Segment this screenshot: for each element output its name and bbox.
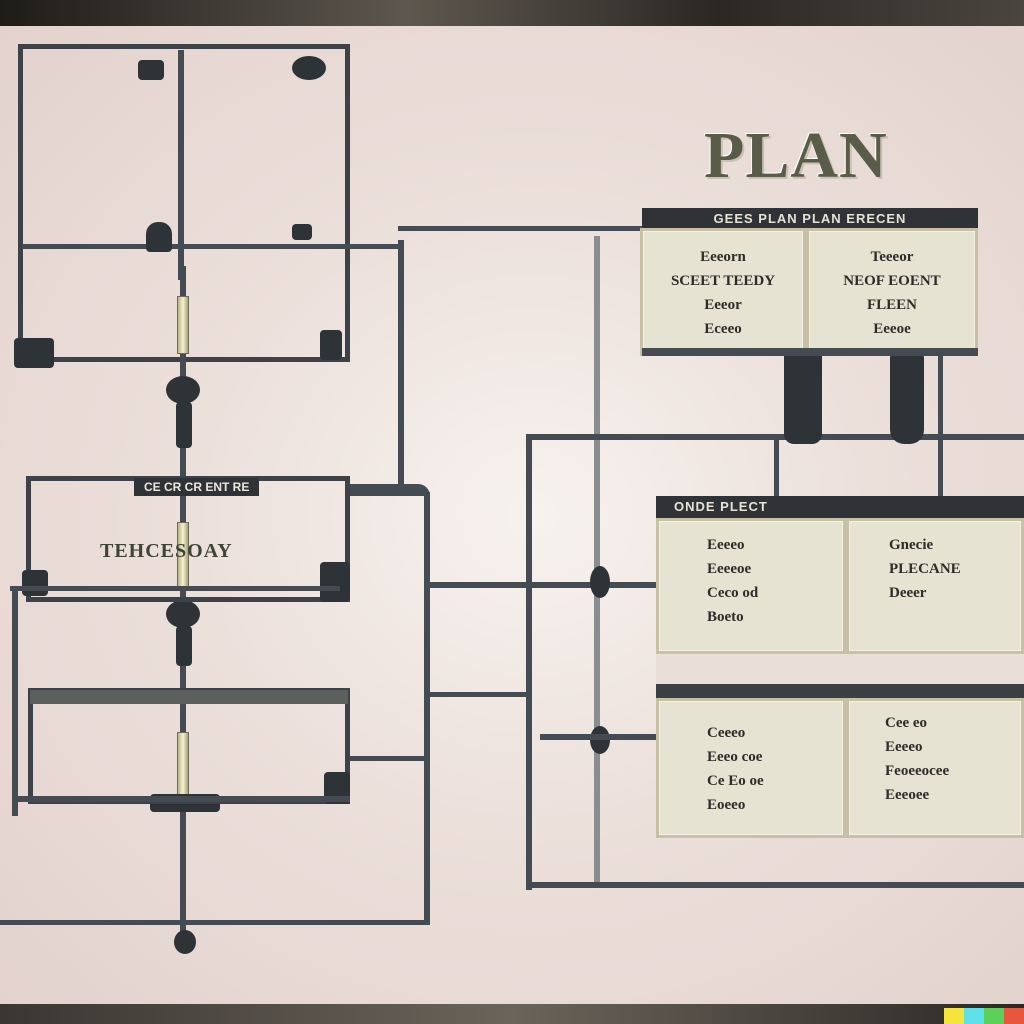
branch-wire: [540, 734, 656, 740]
panel-text: FLEEN: [866, 297, 917, 313]
panel-text: Eeeeo: [885, 739, 923, 755]
middle-frame-strip: CE CR CR ENT RE: [134, 478, 260, 496]
panel-text: Gnecie: [889, 537, 934, 553]
frame-clamp: [138, 60, 164, 80]
left-edge-rail: [12, 586, 18, 816]
middle-frame-label: TEHCESOAY: [100, 540, 233, 562]
connector-wire: [424, 692, 528, 697]
top-left-frame-divider-h: [22, 244, 402, 249]
plan-board: PLAN CE CR CR ENT RE TEHCESOAY: [0, 26, 1024, 1004]
panel-text: Eceeo: [704, 321, 742, 337]
junction-node: [590, 566, 610, 598]
frame-clamp: [292, 56, 326, 80]
panel-text: Eeeeoe: [707, 561, 752, 577]
panel-text: Eeeeo: [707, 537, 745, 553]
right-loop-frame-left: [526, 434, 532, 890]
frame-clamp: [22, 570, 48, 596]
valve-knob: [166, 600, 200, 628]
top-panel-left: Eeeorn SCEET TEEDY Eeeor Eceeo: [640, 228, 806, 356]
bottom-panel-header: [656, 684, 1024, 700]
panel-separator: [656, 654, 1024, 684]
panel-text: PLECANE: [889, 561, 961, 577]
frame-clamp: [320, 330, 342, 360]
right-loop-frame-top: [526, 434, 1024, 440]
plan-title: PLAN: [704, 119, 888, 192]
mid-panel-right: Gnecie PLECANE Deeer: [846, 518, 1024, 654]
connector-wire: [350, 756, 426, 761]
panel-text: Feoeeocee: [885, 763, 950, 779]
right-return-wire: [424, 492, 430, 925]
panel-text: Boeto: [707, 609, 744, 625]
bottom-panel-right: Cee eo Eeeeo Feoeeocee Eeeoee: [846, 698, 1024, 838]
drop-wire: [774, 440, 779, 500]
bottom-left-frame: [28, 688, 350, 804]
photo-frame-top: [0, 0, 1024, 26]
panel-text: Eeeorn: [700, 249, 746, 265]
panel-text: Ceeeo: [707, 725, 746, 741]
panel-text: Eeeor: [704, 297, 742, 313]
panel-text: Teeeor: [870, 249, 914, 265]
color-swatch: [1004, 1008, 1024, 1024]
mid-panel-header: ONDE PLECT: [656, 496, 1024, 518]
panel-text: Ce Eo oe: [707, 773, 764, 789]
color-swatch: [964, 1008, 984, 1024]
frame-clamp: [146, 222, 172, 252]
valve-knob: [176, 626, 192, 666]
bottom-return-wire: [0, 920, 430, 925]
valve-knob: [166, 376, 200, 404]
top-link-wire: [398, 240, 404, 486]
right-loop-frame-bottom: [526, 882, 1024, 888]
color-swatch: [984, 1008, 1004, 1024]
panel-text: NEOF EOENT: [843, 273, 941, 289]
shaft-end-cap: [174, 930, 196, 954]
elbow-wire: [350, 484, 430, 496]
panel-text: Eeeoee: [885, 787, 930, 803]
panel-text: Cee eo: [885, 715, 928, 731]
hanger-clamp: [784, 348, 822, 444]
top-panel-header: GEES PLAN PLAN ERECEN: [642, 208, 978, 228]
panel-text: SCEET TEEDY: [670, 273, 776, 289]
frame-clamp: [292, 224, 312, 240]
hanger-clamp: [890, 352, 924, 444]
top-link-wire: [398, 226, 648, 231]
top-panel-base: [642, 348, 978, 356]
main-horizontal-wire: [428, 582, 656, 588]
glass-tube: [177, 296, 189, 354]
top-panel-right: Teeeor NEOF EOENT FLEEN Eeeoe: [806, 228, 978, 356]
junction-node: [590, 726, 610, 754]
top-left-frame-divider-v: [178, 50, 184, 280]
panel-text: Eeeo coe: [707, 749, 763, 765]
feed-pipe: [594, 236, 600, 886]
panel-text: Eoeeo: [707, 797, 746, 813]
drop-wire: [938, 356, 943, 502]
bottom-panel-left: Ceeeo Eeeo coe Ce Eo oe Eoeeo: [656, 698, 846, 838]
panel-text: Ceco od: [707, 585, 759, 601]
frame-clamp: [320, 562, 350, 602]
left-side-rail: [10, 586, 340, 591]
photo-frame-bottom: [0, 1004, 1024, 1024]
panel-text: Eeeoe: [873, 321, 911, 337]
bottom-frame-strip: [30, 690, 348, 704]
frame-clamp: [14, 338, 54, 368]
panel-text: Deeer: [889, 585, 927, 601]
bottom-left-rail: [14, 796, 350, 802]
valve-knob: [176, 402, 192, 448]
mid-panel-left: Eeeeo Eeeeoe Ceco od Boeto: [656, 518, 846, 654]
color-swatch: [944, 1008, 964, 1024]
